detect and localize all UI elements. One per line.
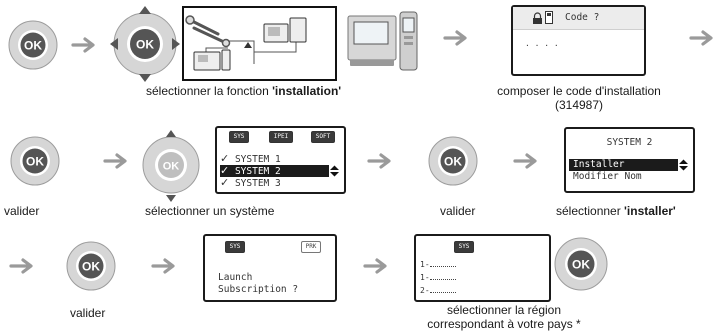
installation-function-icon bbox=[182, 6, 337, 81]
launch-line-2: Subscription ? bbox=[218, 284, 299, 295]
caption-validate: valider bbox=[440, 204, 476, 218]
tab-soft[interactable]: SOFT bbox=[311, 131, 335, 143]
caption-select-region: sélectionner la région correspondant à v… bbox=[427, 303, 581, 331]
caption-select-installer: sélectionner 'installer' bbox=[556, 204, 676, 218]
scroll-up-down-icon[interactable] bbox=[678, 159, 689, 171]
check-icon: ✓ bbox=[220, 152, 230, 165]
arrow-right-icon bbox=[363, 258, 388, 274]
tab-sys[interactable]: SYS bbox=[229, 131, 249, 143]
svg-text:OK: OK bbox=[24, 39, 42, 53]
code-screen-title: Code ? bbox=[565, 12, 600, 23]
system-list-screen: SYS IPEI SOFT ✓ SYSTEM 1 ✓ SYSTEM 2 ✓ SY… bbox=[215, 126, 346, 194]
tab-sys[interactable]: SYS bbox=[225, 241, 245, 253]
ok-button[interactable]: OK bbox=[554, 237, 608, 291]
phone-and-handset-icon bbox=[346, 8, 420, 74]
scroll-up-down-icon[interactable] bbox=[329, 165, 340, 177]
caption-validate: valider bbox=[4, 204, 40, 218]
code-entry-screen: Code ? · · · · bbox=[511, 5, 646, 76]
tab-ipei[interactable]: IPEI bbox=[269, 131, 293, 143]
region-line-3[interactable]: 2- bbox=[420, 286, 456, 296]
arrow-right-icon bbox=[367, 153, 392, 169]
caption-validate: valider bbox=[70, 306, 106, 320]
ok-button[interactable]: OK bbox=[66, 241, 116, 291]
list-item-system-3[interactable]: ✓ SYSTEM 3 bbox=[220, 176, 281, 190]
ok-button[interactable]: OK bbox=[8, 20, 58, 70]
caption-select-installation: sélectionner la fonction 'installation' bbox=[146, 84, 342, 98]
check-icon: ✓ bbox=[220, 176, 230, 189]
menu-item-modifier-nom[interactable]: Modifier Nom bbox=[573, 171, 642, 182]
desk-phone-icon bbox=[193, 49, 231, 71]
caption-select-system: sélectionner un système bbox=[145, 204, 275, 218]
caption-enter-code: composer le code d'installation (314987) bbox=[497, 84, 661, 112]
system-2-title: SYSTEM 2 bbox=[606, 137, 653, 148]
tab-sys[interactable]: SYS bbox=[454, 241, 474, 253]
region-selection-screen: SYS 1- 1- 2- bbox=[414, 234, 551, 302]
arrow-right-icon bbox=[689, 30, 714, 46]
launch-subscription-screen: SYS PRK Launch Subscription ? bbox=[203, 234, 337, 302]
ok-button[interactable]: OK bbox=[428, 136, 478, 186]
menu-item-installer[interactable]: Installer bbox=[569, 159, 678, 171]
svg-text:OK: OK bbox=[163, 161, 180, 173]
svg-text:OK: OK bbox=[26, 155, 44, 169]
launch-line-1: Launch bbox=[218, 272, 253, 283]
nav-pad-up-down[interactable]: OK bbox=[140, 128, 202, 204]
handset-small-icon bbox=[545, 11, 553, 24]
region-line-1[interactable]: 1- bbox=[420, 260, 456, 270]
tools-icon bbox=[185, 15, 231, 48]
svg-text:OK: OK bbox=[444, 155, 462, 169]
system-2-menu-screen: SYSTEM 2 Installer Modifier Nom bbox=[564, 127, 695, 193]
tab-prk[interactable]: PRK bbox=[301, 241, 321, 253]
base-station-icon bbox=[263, 17, 307, 43]
arrow-right-icon bbox=[443, 30, 468, 46]
nav-pad-with-ok[interactable]: OK bbox=[108, 4, 182, 82]
lock-icon bbox=[532, 12, 543, 24]
svg-text:OK: OK bbox=[572, 258, 590, 272]
svg-text:OK: OK bbox=[136, 38, 154, 52]
region-line-2[interactable]: 1- bbox=[420, 273, 456, 283]
check-icon: ✓ bbox=[220, 164, 230, 177]
list-item-system-1[interactable]: ✓ SYSTEM 1 bbox=[220, 152, 281, 166]
list-item-system-2[interactable]: ✓ SYSTEM 2 bbox=[220, 165, 338, 177]
svg-text:OK: OK bbox=[82, 260, 100, 274]
arrow-right-icon bbox=[9, 258, 34, 274]
arrow-right-icon bbox=[103, 153, 128, 169]
arrow-right-icon bbox=[71, 37, 96, 53]
arrow-right-icon bbox=[151, 258, 176, 274]
ok-button[interactable]: OK bbox=[10, 136, 60, 186]
code-entry-placeholder: · · · · bbox=[525, 41, 559, 50]
arrow-right-icon bbox=[513, 153, 538, 169]
